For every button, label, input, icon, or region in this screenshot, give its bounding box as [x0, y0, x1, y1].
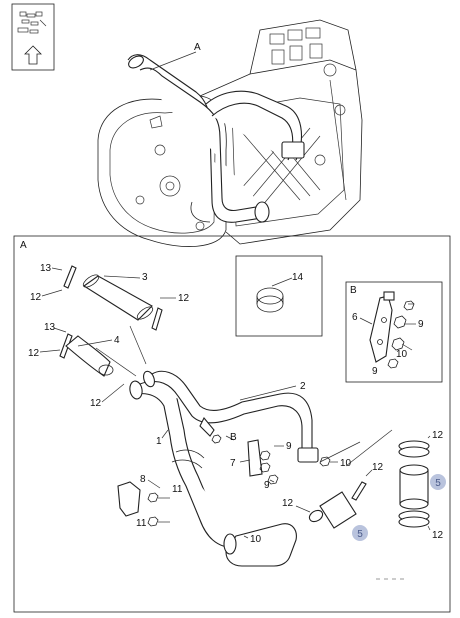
hose-5-right: [398, 440, 430, 528]
leader-lines: [39, 267, 431, 539]
highlight-badge-5-left: 5: [352, 525, 368, 541]
view-A-frame: [13, 235, 451, 613]
callout-12e: 12: [282, 498, 294, 509]
bolt-10: [319, 456, 331, 467]
callout-12a: 12: [30, 292, 42, 303]
pipe-3: [82, 274, 154, 321]
detail-B-label: B: [350, 285, 357, 296]
callout-11a: 11: [172, 484, 183, 495]
detail-B-callout-9a: 9: [418, 319, 424, 330]
detail-B-callout-10: 10: [396, 349, 408, 360]
callout-13a: 13: [40, 263, 52, 274]
callout-9b: 9: [264, 480, 270, 491]
pipe-10: [223, 523, 297, 567]
callout-4: 4: [114, 335, 120, 346]
direction-icon-box: [11, 3, 55, 71]
bracket-7: [247, 439, 271, 477]
bracket-8: [117, 481, 159, 527]
callout-8: 8: [140, 474, 146, 485]
callout-11b: 11: [136, 518, 147, 529]
callout-12c: 12: [28, 348, 40, 359]
small-layout-glyph: [17, 11, 47, 34]
callout-2: 2: [300, 381, 306, 392]
detail-B-callout-6: 6: [352, 312, 358, 323]
callout-7: 7: [230, 458, 236, 469]
callout-12g: 12: [432, 430, 444, 441]
detail-B-box: [345, 281, 443, 383]
callout-10a: 10: [340, 458, 352, 469]
callout-5a: 5: [357, 529, 363, 540]
detail-B-callout-9b: 9: [372, 366, 378, 377]
callout-A-top: A: [194, 42, 201, 53]
clamp-ring-14: [256, 277, 293, 313]
footer-mark: [376, 578, 404, 580]
bracket-6-detail: [359, 291, 416, 369]
clamp-rods: [59, 265, 367, 501]
callout-ref-B: B: [230, 432, 237, 443]
callout-10b: 10: [250, 534, 262, 545]
bolt-9: [267, 474, 279, 485]
callout-12f: 12: [372, 462, 384, 473]
pipe-2-assembly: [143, 370, 319, 463]
callout-12b: 12: [178, 293, 190, 304]
bolt-B: [211, 434, 222, 444]
callout-3: 3: [142, 272, 148, 283]
callout-1: 1: [156, 436, 162, 447]
pipe-4: [65, 335, 114, 377]
callout-12d: 12: [90, 398, 102, 409]
callout-5b: 5: [435, 478, 441, 489]
hose-5-left: [308, 491, 357, 529]
callout-13b: 13: [44, 322, 56, 333]
callout-14: 14: [292, 272, 304, 283]
callout-9a: 9: [286, 441, 292, 452]
callout-12h: 12: [432, 530, 444, 541]
highlight-badge-5-right: 5: [430, 474, 446, 490]
gearbox-overview-drawing: [97, 19, 363, 247]
detail-14-box: [235, 255, 323, 337]
forward-direction-icon: [24, 45, 42, 65]
view-A-label: A: [20, 240, 27, 251]
